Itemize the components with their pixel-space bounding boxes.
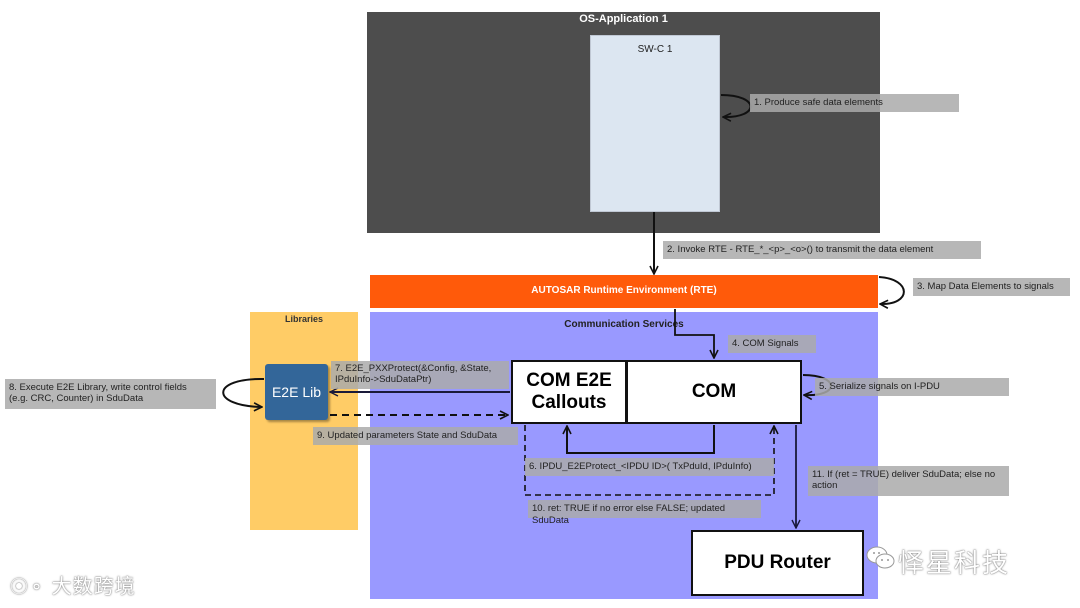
com-e2e-callouts-block: COM E2E Callouts	[511, 360, 627, 424]
swc-box	[590, 35, 720, 212]
step-3-label: 3. Map Data Elements to signals	[913, 278, 1070, 296]
step-4-label: 4. COM Signals	[728, 335, 816, 353]
libraries-container	[250, 312, 358, 530]
step-8-label: 8. Execute E2E Library, write control fi…	[5, 379, 216, 409]
step4-arrow	[674, 309, 714, 358]
e2e-lib-block: E2E Lib	[265, 364, 328, 420]
step8-loop-arrow	[222, 377, 265, 407]
watermark-bottom-right-text: 怿星科技	[898, 548, 1011, 578]
os-application-title: OS-Application 1	[579, 13, 668, 25]
step1-loop-arrow	[720, 94, 752, 117]
step-5-label: 5. Serialize signals on I-PDU	[815, 378, 1009, 396]
step-9-label: 9. Updated parameters State and SduData	[313, 427, 518, 445]
step-6-label: 6. IPDU_E2EProtect_<IPDU ID>( TxPduId, I…	[525, 458, 774, 476]
libraries-title: Libraries	[284, 314, 324, 324]
pdu-router-block: PDU Router	[691, 530, 864, 596]
com-block: COM	[626, 360, 802, 424]
swc-title: SW-C 1	[637, 44, 673, 55]
step-7-label: 7. E2E_PXXProtect(&Config, &State, IPduI…	[331, 361, 509, 389]
step-11-label: 11. If (ret = TRUE) deliver SduData; els…	[808, 466, 1009, 496]
watermark-logo-icon: ⦿⚬	[10, 577, 46, 597]
step3-loop-arrow	[879, 276, 905, 304]
communication-services-title: Communication Services	[564, 319, 684, 330]
wechat-icon	[866, 546, 895, 569]
step-1-label: 1. Produce safe data elements	[750, 94, 959, 112]
rte-title: AUTOSAR Runtime Environment (RTE)	[531, 285, 717, 296]
rte-bar	[370, 275, 878, 308]
watermark-bottom-left: ⦿⚬ 大数跨境	[10, 570, 136, 599]
step6-arrow	[567, 425, 715, 454]
watermark-bottom-left-text: 大数跨境	[51, 576, 136, 598]
step-10-label: 10. ret: TRUE if no error else FALSE; up…	[528, 500, 761, 526]
step-2-label: 2. Invoke RTE - RTE_*_<p>_<o>() to trans…	[663, 241, 981, 259]
